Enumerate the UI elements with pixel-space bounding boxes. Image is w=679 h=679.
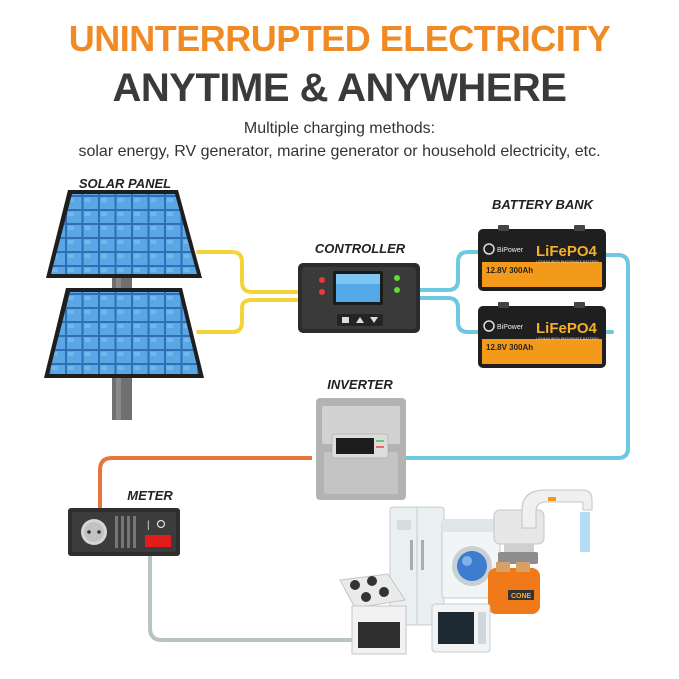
refrigerator-illustration bbox=[389, 506, 445, 626]
faucet-illustration bbox=[521, 489, 593, 552]
microwave-illustration bbox=[431, 603, 491, 653]
toaster-brand-label: CONE bbox=[511, 593, 532, 600]
ground-wire bbox=[148, 556, 395, 642]
battery-bottom-spec: 12.8V 300Ah bbox=[486, 343, 533, 352]
battery-top-tagline: LITHIUM IRON PHOSPHATE BATTERY bbox=[536, 260, 599, 264]
inverter bbox=[316, 398, 406, 500]
meter-wire bbox=[98, 456, 312, 508]
battery-bottom: BiPower LiFePO4 LITHIUM IRON PHOSPHATE B… bbox=[478, 302, 606, 368]
battery-bottom-tagline: LITHIUM IRON PHOSPHATE BATTERY bbox=[536, 337, 599, 341]
solar-panel-bottom bbox=[44, 288, 204, 378]
meter: | bbox=[68, 508, 180, 556]
solar-panel-top bbox=[46, 190, 202, 278]
headline-subtitle: ANYTIME & ANYWHERE bbox=[112, 66, 567, 110]
battery-top-spec: 12.8V 300Ah bbox=[486, 266, 533, 275]
battery-bottom-chemistry: LiFePO4 bbox=[536, 320, 598, 337]
battery-top-brand: BiPower bbox=[497, 247, 524, 254]
stove-illustration bbox=[339, 573, 407, 655]
svg-text:|: | bbox=[147, 520, 150, 531]
label-inverter: INVERTER bbox=[327, 377, 393, 392]
solar-panel-array bbox=[44, 190, 204, 420]
battery-bottom-brand: BiPower bbox=[497, 324, 524, 331]
solar-wires bbox=[196, 250, 302, 334]
charging-methods-heading: Multiple charging methods: bbox=[243, 120, 436, 137]
label-meter: METER bbox=[127, 488, 173, 503]
battery-top-chemistry: LiFePO4 bbox=[536, 243, 598, 260]
battery-top: BiPower LiFePO4 LITHIUM IRON PHOSPHATE B… bbox=[478, 225, 606, 291]
charge-controller bbox=[298, 263, 420, 333]
charging-methods-list: solar energy, RV generator, marine gener… bbox=[78, 143, 601, 160]
home-appliances: CONE bbox=[339, 489, 593, 655]
headline-title: UNINTERRUPTED ELECTRICITY bbox=[68, 18, 611, 59]
label-controller: CONTROLLER bbox=[314, 241, 406, 256]
label-battery-bank: BATTERY BANK bbox=[491, 197, 594, 212]
toaster-illustration: CONE bbox=[488, 562, 540, 614]
label-solar-panel: SOLAR PANEL bbox=[78, 176, 172, 191]
washing-machine-illustration bbox=[441, 519, 501, 599]
